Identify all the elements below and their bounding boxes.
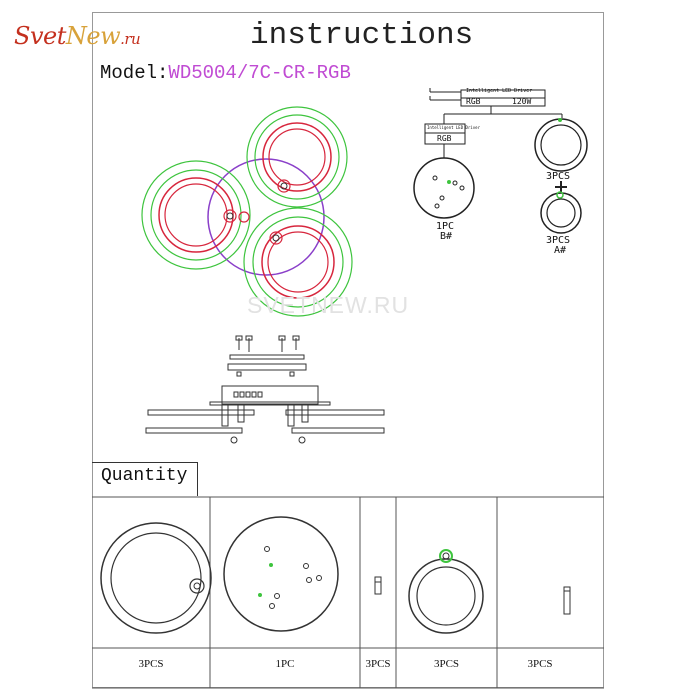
- qty-item-pin: [563, 586, 571, 615]
- logo-part2: New: [65, 22, 121, 50]
- ring-bottom: [243, 207, 353, 317]
- center-count: 1PC: [436, 221, 455, 232]
- top-view-fixture: [141, 106, 353, 317]
- qty-count-center-disc: 1PC: [275, 658, 295, 670]
- center-ring-outline: [207, 158, 325, 276]
- model-line: Model:WD5004/7C-CR-RGB: [100, 62, 351, 84]
- center-disc: [413, 157, 475, 219]
- page-title: instructions: [250, 18, 474, 53]
- small-ring-code: A#: [554, 245, 567, 256]
- qty-count-large-ring: 3PCS: [138, 658, 164, 670]
- ring-top: [246, 106, 348, 208]
- small-ring-count: 3PCS: [546, 235, 571, 246]
- sub-driver-box: [424, 123, 466, 145]
- qty-item-large-ring: [100, 522, 212, 634]
- driver-power: 120W: [512, 97, 532, 106]
- watermark: SVETNEW.RU: [247, 292, 410, 318]
- driver-title: Intelligent LED Driver: [466, 88, 533, 94]
- ring-left: [141, 160, 251, 270]
- logo-part1: Svet: [14, 22, 66, 50]
- qty-count-screw: 3PCS: [365, 658, 391, 670]
- logo-domain: .ru: [120, 30, 141, 48]
- large-ring: [534, 118, 588, 172]
- model-code: WD5004/7C-CR-RGB: [168, 62, 351, 84]
- driver-rgb: RGB: [466, 97, 481, 106]
- model-label: Model:: [100, 62, 169, 84]
- quantity-label: Quantity: [101, 466, 188, 486]
- sub-driver-title: Intelligent LED Driver: [427, 125, 480, 130]
- side-view-fixture: [145, 335, 385, 444]
- qty-item-small-ring: [408, 549, 484, 634]
- center-code: B#: [440, 231, 453, 242]
- wiring-diagram: [413, 88, 588, 234]
- quantity-table: [92, 496, 604, 689]
- qty-count-small-ring: 3PCS: [433, 658, 460, 670]
- large-ring-count: 3PCS: [546, 171, 571, 182]
- sub-driver-rgb: RGB: [437, 134, 452, 143]
- logo: SvetNew.ru: [14, 22, 141, 50]
- qty-item-screw: [374, 576, 382, 595]
- qty-item-center-disc: [223, 516, 339, 632]
- quantity-tab: [92, 462, 198, 496]
- qty-count-pin: 3PCS: [527, 658, 553, 670]
